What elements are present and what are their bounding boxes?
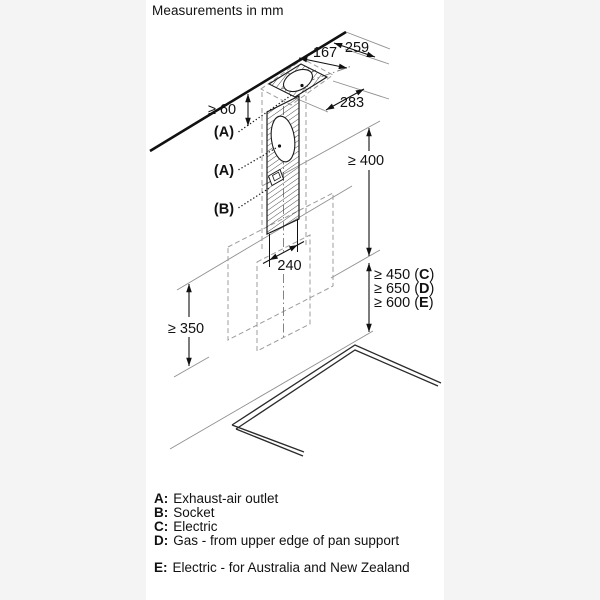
dim-240: 240 (277, 258, 301, 274)
legend-key-d: D: (154, 533, 169, 548)
dimension-lines (186, 42, 376, 366)
legend-item-c: C: Electric (154, 520, 410, 534)
socket-box (267, 168, 285, 187)
page-title: Measurements in mm (152, 3, 284, 18)
legend-item-e: E: Electric - for Australia and New Zeala… (154, 561, 410, 575)
ceiling-edge-line-upper (345, 31, 391, 50)
legend-item-a: A: Exhaust-air outlet (154, 492, 410, 506)
ceiling-outlet-center-dot (300, 83, 304, 88)
dim-600-e: ≥ 600 (E) (374, 295, 434, 311)
wall-outlet-ellipse (270, 115, 296, 163)
legend-text-c: Electric (173, 519, 218, 534)
cutout-extension-left (294, 97, 329, 113)
hood-top-plane-line (330, 249, 381, 279)
callout-socket: (B) (214, 202, 234, 218)
leader-outlet-wall (238, 147, 277, 171)
reference-plane-lines (169, 31, 391, 450)
wall-outlet-center-dot (277, 144, 282, 148)
legend-key-c: C: (154, 519, 169, 534)
dim-line-240 (269, 244, 298, 261)
counter-back-edge-line (169, 330, 374, 450)
legend-text-a: Exhaust-air outlet (173, 491, 279, 506)
dim-line-167 (298, 56, 348, 70)
dim-line-240-tail-right (297, 241, 305, 246)
callout-labels: (A) (A) (B) (214, 125, 234, 218)
legend-item-b: B: Socket (154, 506, 410, 520)
dim-450-c: ≥ 450 (C) (374, 267, 434, 283)
legend-key-b: B: (154, 505, 169, 520)
dim-60: ≥ 60 (208, 102, 236, 118)
leader-socket (238, 186, 272, 209)
dim-line-240-tail-left (262, 259, 270, 264)
dim-283: 283 (340, 95, 364, 111)
hood-body-outline-front (256, 234, 311, 352)
legend-key-e: E: (154, 560, 168, 575)
countertop-outline (231, 344, 442, 457)
callout-outlet-wall: (A) (214, 163, 234, 179)
wall-panel (266, 95, 300, 235)
legend-text-b: Socket (173, 505, 215, 520)
legend-item-d: D: Gas - from upper edge of pan support (154, 534, 410, 548)
hood-body-outline-back (227, 192, 334, 341)
dim-650-d: ≥ 650 (D) (374, 281, 434, 297)
ceiling-line (149, 30, 347, 153)
dim-350: ≥ 350 (168, 321, 204, 337)
dashed-outlines (227, 58, 334, 352)
ceiling-outlet-ellipse (282, 68, 314, 93)
callout-outlet-ceiling: (A) (214, 125, 234, 141)
dim-259: 259 (345, 40, 369, 56)
legend-text-e: Electric - for Australia and New Zealand (172, 560, 410, 575)
dimension-labels: 259 167 283 ≥ 60 ≥ 400 240 ≥ 350 ≥ 450 (… (168, 40, 434, 337)
legend-text-d: Gas - from upper edge of pan support (173, 533, 400, 548)
legend: A: Exhaust-air outlet B: Socket C: Electric… (154, 492, 410, 575)
dim-400: ≥ 400 (348, 153, 384, 169)
hood-bottom-plane-line (176, 185, 353, 291)
hob-level-tick-line (173, 356, 210, 378)
dim-line-283 (325, 88, 365, 111)
legend-key-a: A: (154, 491, 169, 506)
ceiling-cutout (267, 63, 329, 98)
dim-167: 167 (313, 45, 337, 61)
dim-line-259 (333, 42, 376, 58)
ceiling-template-outline (260, 58, 334, 106)
